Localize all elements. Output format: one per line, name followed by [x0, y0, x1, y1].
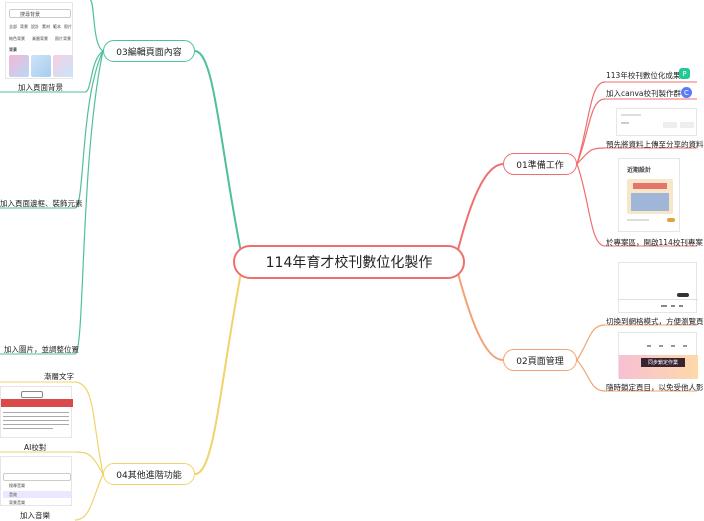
topic-113-results[interactable]: 113年校刊數位化成果	[606, 71, 681, 80]
branch-02-page-management[interactable]: 02頁面管理	[503, 349, 577, 371]
topic-add-music[interactable]: 加入音樂	[20, 511, 50, 520]
branch-01-preparation[interactable]: 01準備工作	[503, 153, 577, 175]
ai-proofread-screenshot	[0, 386, 73, 438]
topic-add-images[interactable]: 加入圖片，並調整位置	[4, 345, 79, 354]
root-topic[interactable]: 114年育才校刊數位化製作	[233, 245, 465, 279]
branch-03-edit-content[interactable]: 03編輯頁面內容	[103, 40, 195, 62]
background-panel-screenshot: 搜尋背景 全部 背景 設計 素材 範本 照片 純色背景 漸層背景 照片背景 背景	[5, 2, 73, 79]
topic-upload-shared-data[interactable]: 預先將資料上傳至分享的資料	[606, 140, 704, 149]
topic-border-decoration[interactable]: 加入頁面邊框、裝飾元素	[0, 199, 83, 208]
background-search-box: 搜尋背景	[9, 9, 71, 18]
lock-sync-tag: 同步鎖定作業	[641, 358, 685, 367]
canva-icon: C	[681, 87, 692, 98]
recent-design-title: 近期設計	[627, 167, 652, 174]
topic-page-background[interactable]: 加入頁面背景	[18, 83, 63, 92]
branch-04-advanced[interactable]: 04其他進階功能	[103, 463, 195, 485]
topic-ai-proofread[interactable]: AI校對	[24, 443, 47, 452]
padlet-icon: P	[679, 68, 690, 79]
topic-open-114-project[interactable]: 於專案區，開啟114校刊專案	[606, 238, 703, 247]
shared-folder-screenshot	[616, 108, 697, 136]
topic-lock-pages[interactable]: 隨時鎖定頁目，以免受他人影	[606, 383, 704, 392]
topic-join-canva-group[interactable]: 加入canva校刊製作群	[606, 89, 682, 98]
topic-grid-mode[interactable]: 切換到網格模式，方便瀏覽頁	[606, 317, 704, 326]
grid-view-screenshot	[618, 262, 698, 313]
topic-gradient-text[interactable]: 漸層文字	[44, 372, 74, 381]
magazine-cover-thumbnail	[627, 179, 673, 214]
recent-designs-screenshot: 近期設計	[618, 158, 680, 232]
lock-page-screenshot: 同步鎖定作業	[618, 332, 698, 379]
music-panel-screenshot: 搜尋音樂 音效 背景音樂	[0, 456, 72, 506]
